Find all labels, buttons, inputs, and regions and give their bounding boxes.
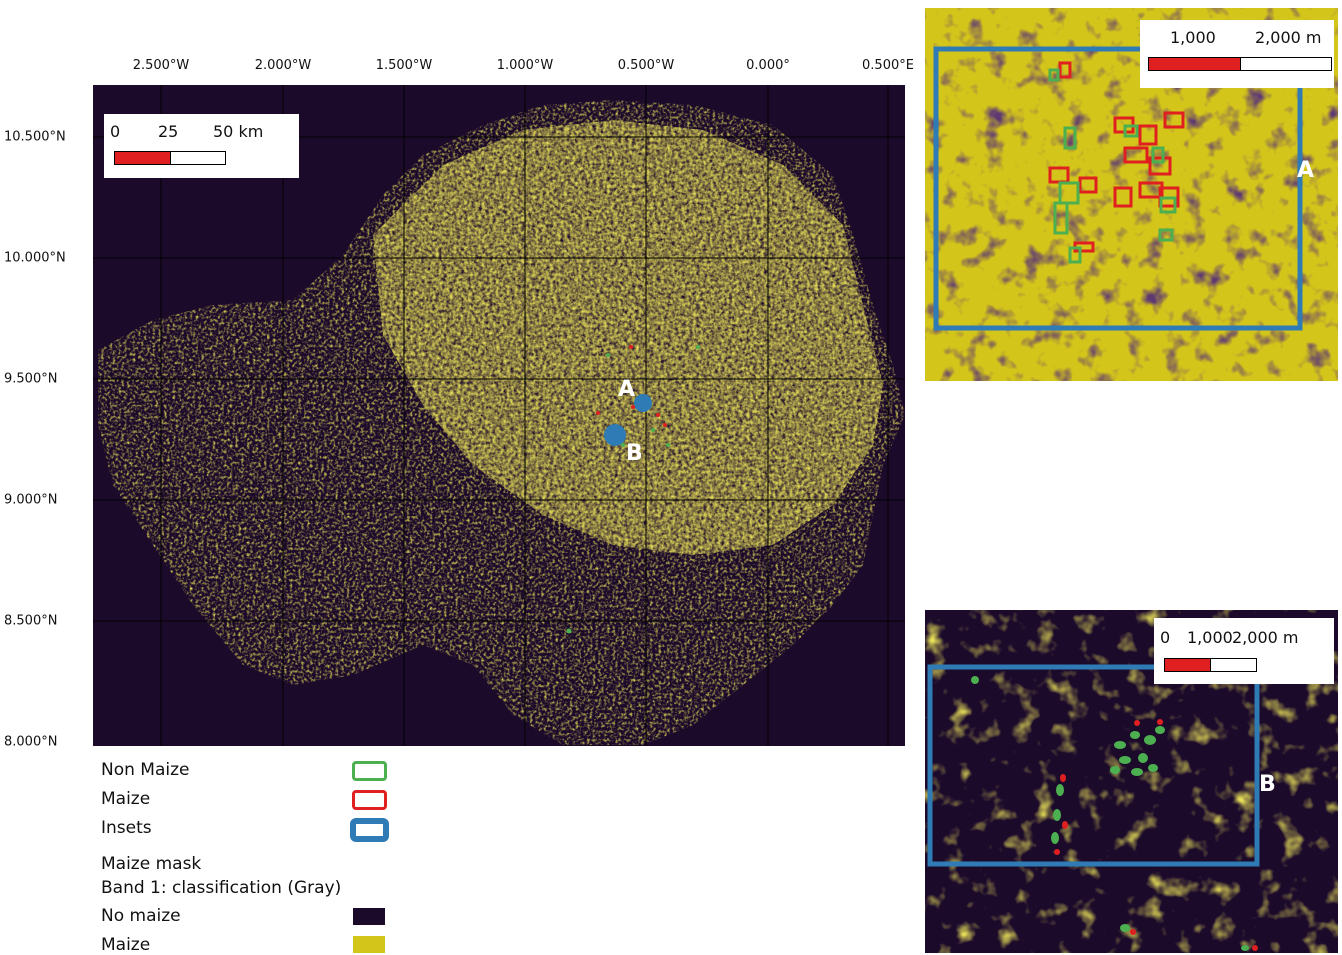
legend-item-maize: Maize [101, 789, 151, 809]
legend-class-no-maize: No maize [101, 906, 181, 926]
scale-label: 0 [1160, 628, 1171, 647]
y-tick: 9.500°N [4, 371, 58, 387]
y-tick: 10.500°N [4, 129, 66, 145]
legend-item-non-maize: Non Maize [101, 760, 190, 780]
inset-b-label: B [1259, 772, 1276, 797]
legend-class-maize: Maize [101, 935, 151, 955]
y-tick: 8.500°N [4, 613, 58, 629]
maize-swatch [353, 936, 385, 953]
inset-b-polygons [971, 676, 1258, 951]
non-maize-symbol [352, 761, 387, 781]
legend-mask-title: Maize mask [101, 854, 202, 874]
marker-b: B [626, 441, 643, 466]
x-tick: 0.500°W [617, 58, 675, 73]
y-tick: 10.000°N [4, 250, 66, 266]
inset-b-scale-bar: 0 1,000 2,000 m [1154, 618, 1334, 684]
main-map-canvas [93, 85, 905, 746]
legend: Non Maize Maize Insets Maize mask Band 1… [93, 746, 393, 955]
scale-segment-red [1148, 57, 1241, 71]
inset-b-frame [927, 664, 1260, 867]
maize-symbol [352, 790, 387, 810]
legend-item-insets: Insets [101, 818, 152, 838]
scale-segment-red [114, 151, 171, 165]
scale-label: 1,000 [1187, 628, 1233, 647]
scale-label: 0 [110, 122, 121, 141]
y-tick: 8.000°N [4, 734, 58, 750]
scale-label: 2,000 m [1255, 28, 1322, 47]
scale-label: 2,000 m [1232, 628, 1299, 647]
region-dense [373, 120, 883, 555]
x-tick: 0.500°E [862, 58, 914, 73]
scale-segment-white [170, 151, 226, 165]
main-scale-bar: 0 25 50 km [104, 114, 299, 178]
scale-segment-red [1164, 658, 1211, 672]
inset-a-scale-bar: 1,000 2,000 m [1140, 20, 1334, 88]
no-maize-swatch [353, 908, 385, 925]
x-tick: 1.500°W [375, 58, 433, 73]
x-tick: 2.500°W [132, 58, 190, 73]
x-tick: 2.000°W [254, 58, 312, 73]
scale-label: 25 [158, 122, 179, 141]
main-map[interactable]: A B 0 25 50 km [93, 85, 905, 746]
inset-a-polygons [1048, 61, 1185, 264]
x-tick: 1.000°W [496, 58, 554, 73]
legend-mask-subtitle: Band 1: classification (Gray) [101, 878, 342, 898]
inset-a-label: A [1297, 158, 1315, 183]
inset-b[interactable]: B 0 1,000 2,000 m [925, 610, 1338, 953]
sample-polygons [566, 345, 700, 634]
scale-segment-white [1240, 57, 1332, 71]
x-tick: 0.000° [746, 58, 790, 73]
insets-symbol [350, 818, 389, 842]
inset-a-frame [933, 46, 1303, 331]
y-tick: 9.000°N [4, 492, 58, 508]
scale-label: 50 km [213, 122, 264, 141]
marker-a: A [618, 377, 636, 402]
inset-a[interactable]: A 1,000 2,000 m [925, 8, 1338, 381]
scale-label: 1,000 [1170, 28, 1216, 47]
scale-segment-white [1210, 658, 1257, 672]
